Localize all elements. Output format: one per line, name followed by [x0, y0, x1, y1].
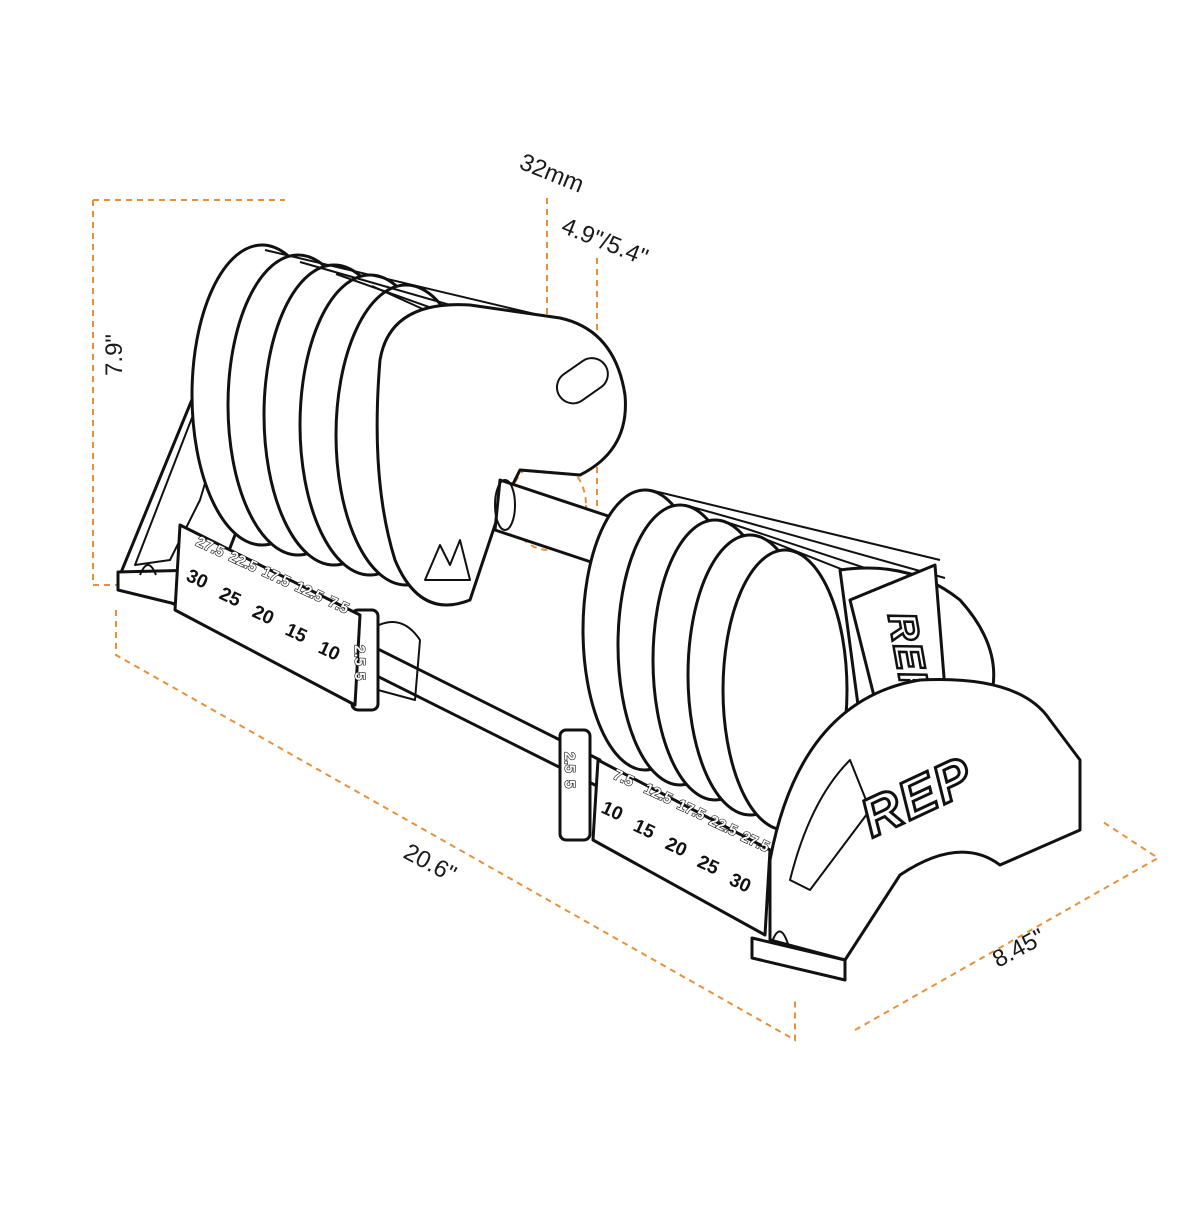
right-stack-rim-1: [684, 504, 946, 579]
left-plate-stack: [190, 243, 627, 607]
right-cradle-body: [768, 678, 1082, 962]
right-foot-notch: [771, 930, 789, 945]
right-collar-0: 2.5: [561, 752, 578, 773]
handle-end: [494, 479, 516, 531]
left-collar-0: 2.5: [351, 645, 368, 666]
left-stack-top-edge: [264, 249, 561, 321]
right-plate-stack: REP: [581, 488, 996, 832]
handle-diameter-label: 32mm: [516, 149, 588, 199]
left-mountain-emblem: [424, 539, 471, 581]
right-cradle-foot: [750, 936, 847, 982]
left-plate-grip-slot: [555, 357, 609, 405]
left-foot-notch: [139, 564, 157, 576]
right-collar-tab: [558, 728, 592, 842]
right-cradle-end: REP: [750, 678, 1082, 982]
handle-diameter-ring: [509, 459, 587, 551]
length-dimension-line: [115, 610, 796, 1042]
right-weight-scale: 7.5 12.5 17.5 22.5 27.5 10 15 20 25 30 2…: [558, 728, 773, 937]
left-outer-plate: [375, 303, 627, 607]
width-label: 8.45": [988, 924, 1049, 974]
grip-length-label: 4.9"/5.4": [558, 213, 652, 272]
right-stack-top-edge: [649, 489, 941, 561]
height-label: 7.9": [101, 334, 128, 376]
right-scale-plate: [591, 758, 772, 937]
left-scale-plate: [173, 523, 362, 707]
left-collar-1: 5: [351, 672, 368, 680]
right-collar-1: 5: [561, 780, 578, 788]
left-weight-scale: 27.5 22.5 17.5 12.5 7.5 30 25 20 15 10 2…: [173, 523, 369, 707]
right-cradle-inner: [789, 759, 871, 891]
